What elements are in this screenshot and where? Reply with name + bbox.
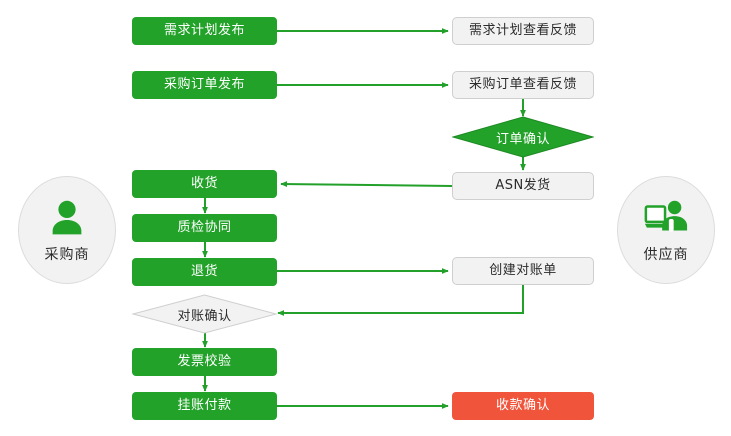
node-payment-received-confirm[interactable]: 收款确认	[452, 392, 594, 420]
actor-supplier[interactable]: 供应商	[617, 176, 715, 284]
node-statement-confirm-label: 对账确认	[177, 308, 232, 324]
node-po-publish[interactable]: 采购订单发布	[132, 71, 277, 99]
person-icon	[52, 200, 82, 235]
actor-supplier-label: 供应商	[643, 247, 689, 263]
node-goods-receipt[interactable]: 收货	[132, 170, 277, 198]
edge-n10-n11	[277, 285, 524, 316]
node-demand-plan-feedback[interactable]: 需求计划查看反馈	[452, 17, 594, 45]
actor-buyer-label: 采购商	[44, 247, 90, 263]
node-quality-inspection[interactable]: 质检协同	[132, 214, 277, 242]
node-create-statement[interactable]: 创建对账单	[452, 257, 594, 285]
node-payment-posting[interactable]: 挂账付款	[132, 392, 277, 420]
node-asn-shipment[interactable]: ASN发货	[452, 172, 594, 200]
node-statement-confirm[interactable]: 对账确认	[132, 294, 277, 334]
edge-n6-n7	[280, 181, 453, 188]
node-invoice-verification[interactable]: 发票校验	[132, 348, 277, 376]
node-order-confirm-label: 订单确认	[495, 131, 550, 147]
node-return-goods[interactable]: 退货	[132, 258, 277, 286]
node-po-feedback[interactable]: 采购订单查看反馈	[452, 71, 594, 99]
person-computer-icon	[644, 200, 688, 232]
node-order-confirm[interactable]: 订单确认	[452, 116, 594, 158]
actor-buyer[interactable]: 采购商	[18, 176, 116, 284]
node-demand-plan-publish[interactable]: 需求计划发布	[132, 17, 277, 45]
